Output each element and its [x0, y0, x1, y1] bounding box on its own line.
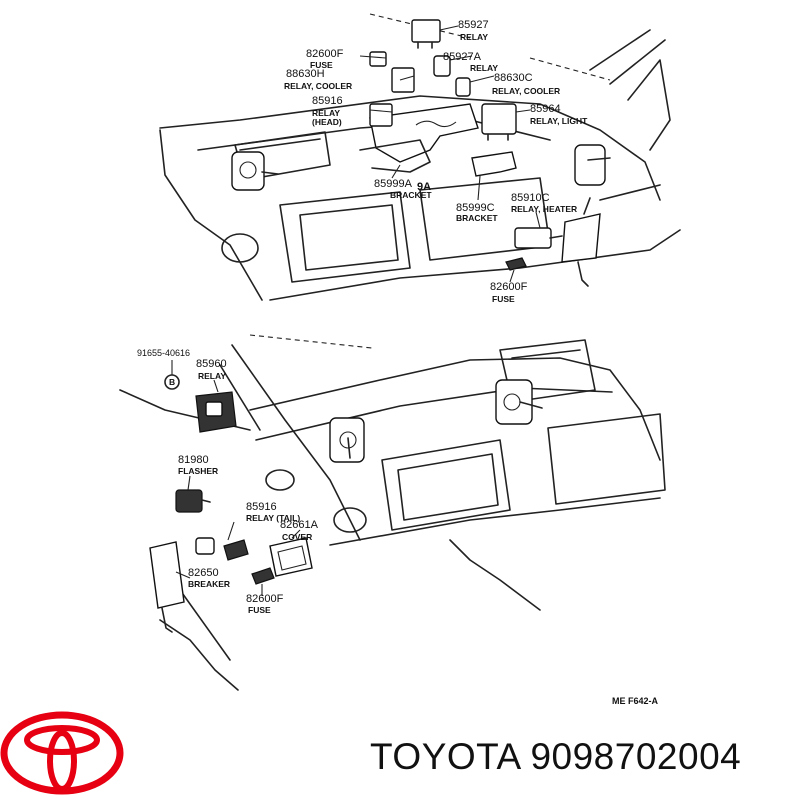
callout-code-91655: 91655-40616: [137, 348, 190, 358]
part-number: 9098702004: [530, 736, 742, 777]
callout-code-85964: 85964: [530, 103, 561, 115]
callout-desc-relay-3: RELAY: [198, 371, 226, 381]
callout-desc-relay: RELAY: [460, 32, 488, 42]
callout-code-85999a: 85999A: [374, 178, 413, 190]
brand-part-heading: TOYOTA 9098702004: [370, 736, 741, 778]
callout-desc-breaker: BREAKER: [188, 579, 230, 589]
callout-code-85960: 85960: [196, 358, 227, 370]
callout-code-85910c: 85910C: [511, 192, 550, 204]
callout-code-82600f-3: 82600F: [246, 593, 284, 605]
callout-desc-bracket: BRACKET: [390, 190, 432, 200]
callout-marker-b: B: [169, 377, 175, 387]
callout-code-88630h: 88630H: [286, 68, 325, 80]
brand-name: TOYOTA: [370, 736, 520, 777]
callout-desc-fuse-2: FUSE: [492, 294, 515, 304]
bottom-callouts: 91655-40616 85960 RELAY B 81980 FLASHER …: [137, 348, 659, 706]
top-callouts: 85927 RELAY 82600F FUSE 85927A RELAY 886…: [284, 19, 588, 304]
callout-desc-relay-heater: RELAY, HEATER: [511, 204, 577, 214]
callout-desc-relay-tail: RELAY (TAIL): [246, 513, 300, 523]
callout-desc-fuse-3: FUSE: [248, 605, 271, 615]
callout-desc-relay-cooler: RELAY, COOLER: [284, 81, 352, 91]
top-dashboard-illustration: [159, 13, 681, 301]
callout-desc-relay-cooler-2: RELAY, COOLER: [492, 86, 560, 96]
bottom-dashboard-illustration: [119, 334, 666, 691]
callout-code-85916-2: 85916: [246, 501, 277, 513]
callout-code-9a: 9A: [417, 181, 431, 193]
callout-desc-relay-2: RELAY: [470, 63, 498, 73]
callout-desc-bracket-2: BRACKET: [456, 213, 498, 223]
callout-code-82600f: 82600F: [306, 48, 344, 60]
figure-code: ME F642-A: [612, 696, 659, 706]
callout-code-88630c: 88630C: [494, 72, 533, 84]
callout-code-85999c: 85999C: [456, 202, 495, 214]
callout-desc-fuse: FUSE: [310, 60, 333, 70]
callout-code-82661a: 82661A: [280, 519, 319, 531]
callout-desc-flasher: FLASHER: [178, 466, 218, 476]
callout-code-82650: 82650: [188, 567, 219, 579]
callout-code-85927: 85927: [458, 19, 489, 31]
toyota-logo-icon: [0, 711, 124, 795]
callout-code-85916: 85916: [312, 95, 343, 107]
callout-code-81980: 81980: [178, 454, 209, 466]
callout-code-85927a: 85927A: [443, 51, 482, 63]
callout-desc-relay-head: RELAY(HEAD): [312, 108, 342, 127]
callout-desc-cover: COVER: [282, 532, 312, 542]
callout-code-82600f-2: 82600F: [490, 281, 528, 293]
callout-desc-relay-light: RELAY, LIGHT: [530, 116, 588, 126]
